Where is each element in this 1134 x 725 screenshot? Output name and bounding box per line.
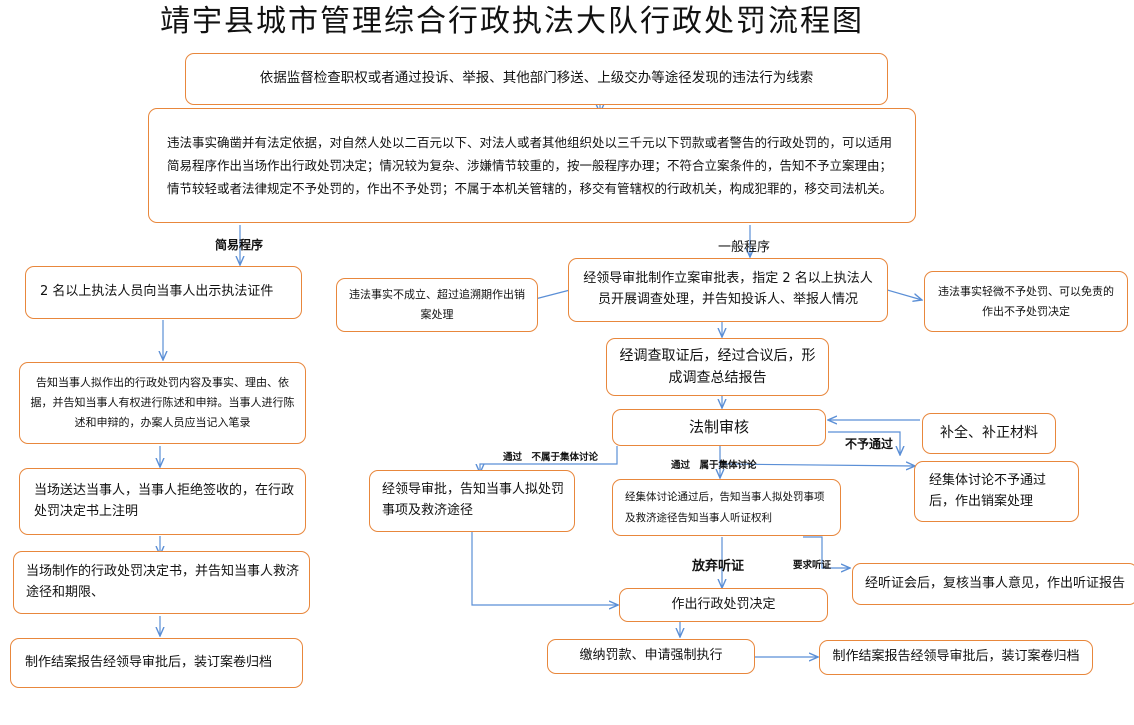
leader-approval-box: 经领导审批，告知当事人拟处罚事项及救济途径: [369, 470, 575, 532]
waive-hearing-label: 放弃听证: [692, 559, 745, 574]
no-pass-label: 不予通过: [845, 437, 894, 451]
request-hearing-label: 要求听证: [793, 560, 832, 571]
collective-fail-box: 经集体讨论不予通过后，作出销案处理: [914, 461, 1079, 522]
case-filter-box: 违法事实确凿并有法定依据，对自然人处以二百元以下、对法人或者其他组织处以三千元以…: [148, 108, 916, 223]
general-procedure-label: 一般程序: [718, 240, 771, 255]
on-site-decision-box: 当场制作的行政处罚决定书，并告知当事人救济途径和期限、: [13, 551, 310, 614]
simple-archive-box: 制作结案报告经领导审批后，装订案卷归档: [10, 638, 303, 688]
pass-not-collective-label: 通过 不属于集体讨论: [503, 452, 599, 463]
no-penalty-box: 违法事实轻微不予处罚、可以免责的作出不予处罚决定: [924, 271, 1128, 332]
general-archive-box: 制作结案报告经领导审批后，装订案卷归档: [819, 640, 1093, 675]
legal-review-box: 法制审核: [612, 409, 826, 446]
hearing-report-box: 经听证会后，复核当事人意见，作出听证报告: [852, 563, 1134, 605]
show-credentials-box: 2 名以上执法人员向当事人出示执法证件: [25, 266, 302, 319]
investigation-report-box: 经调查取证后，经过合议后，形成调查总结报告: [606, 338, 829, 396]
supplement-materials-box: 补全、补正材料: [922, 413, 1056, 454]
cancel-case-box: 违法事实不成立、超过追溯期作出销案处理: [336, 278, 538, 332]
penalty-decision-box: 作出行政处罚决定: [619, 588, 828, 622]
deliver-on-site-box: 当场送达当事人，当事人拒绝签收的，在行政处罚决定书上注明: [19, 468, 306, 535]
pass-collective-label: 通过 属于集体讨论: [671, 460, 757, 471]
page-title: 靖宇县城市管理综合行政执法大队行政处罚流程图: [160, 4, 864, 39]
simple-procedure-label: 简易程序: [215, 238, 264, 252]
notify-party-box: 告知当事人拟作出的行政处罚内容及事实、理由、依据，并告知当事人有权进行陈述和申辩…: [19, 362, 306, 444]
filing-approval-box: 经领导审批制作立案审批表，指定 2 名以上执法人员开展调查处理，并告知投诉人、举…: [568, 258, 888, 322]
pay-fine-box: 缴纳罚款、申请强制执行: [547, 639, 755, 674]
collective-pass-box: 经集体讨论通过后，告知当事人拟处罚事项及救济途径告知当事人听证权利: [612, 479, 841, 536]
clue-box: 依据监督检查职权或者通过投诉、举报、其他部门移送、上级交办等途径发现的违法行为线…: [185, 53, 888, 105]
